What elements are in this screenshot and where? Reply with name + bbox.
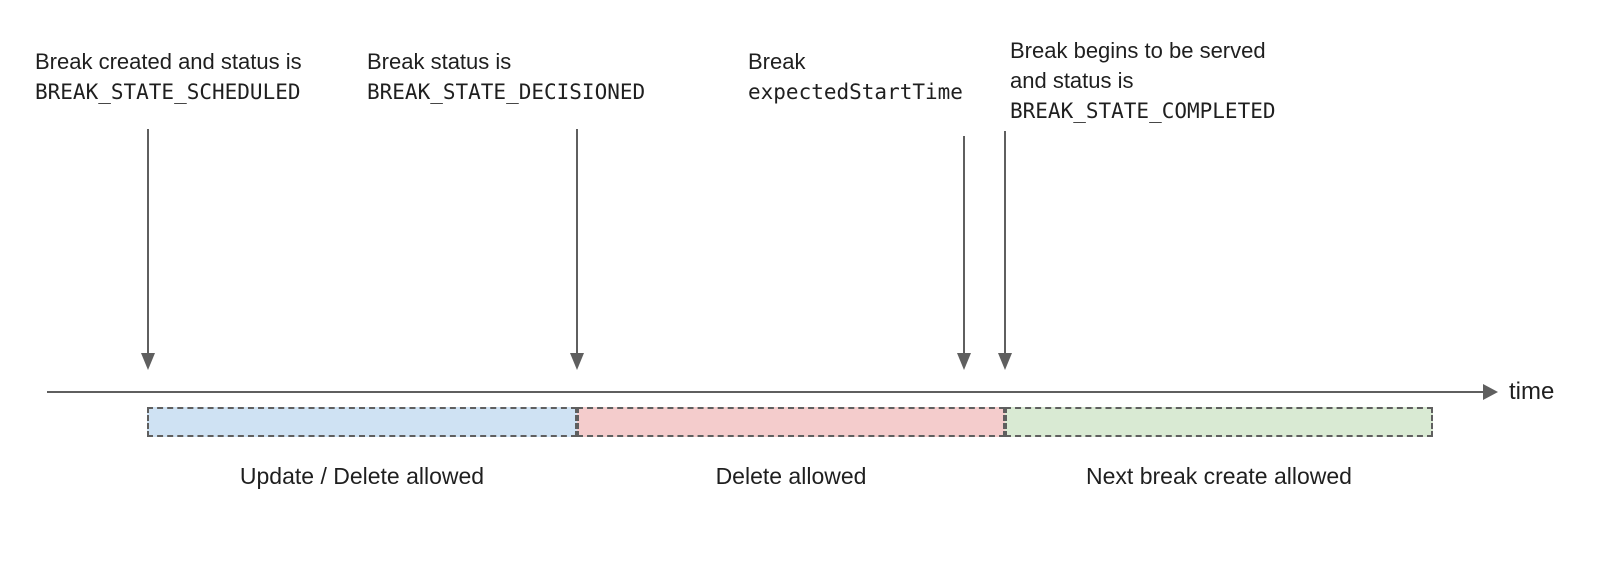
- segment-label: Next break create allowed: [1086, 463, 1352, 489]
- annotation-code: expectedStartTime: [748, 80, 963, 104]
- time-axis-arrowhead-icon: [1483, 384, 1498, 400]
- arrow-down-icon: [576, 129, 578, 353]
- annotation-break-scheduled: Break created and status is BREAK_STATE_…: [35, 47, 302, 107]
- annotation-text: Break: [748, 49, 806, 74]
- arrow-down-icon: [963, 136, 965, 353]
- time-axis-line: [47, 391, 1484, 393]
- segment-delete-allowed: [577, 407, 1005, 437]
- annotation-code: BREAK_STATE_SCHEDULED: [35, 80, 301, 104]
- arrow-down-icon: [147, 129, 149, 353]
- annotation-text: and status is: [1010, 68, 1134, 93]
- annotation-break-completed: Break begins to be served and status is …: [1010, 36, 1276, 126]
- segment-label: Update / Delete allowed: [239, 463, 485, 489]
- annotation-text: Break created and status is: [35, 49, 302, 74]
- annotation-expected-start-time: Break expectedStartTime: [748, 47, 963, 107]
- arrow-down-icon: [1004, 131, 1006, 353]
- annotation-text: Break status is: [367, 49, 512, 74]
- segment-update-delete-allowed: [147, 407, 577, 437]
- annotation-text: Break begins to be served: [1010, 38, 1266, 63]
- time-axis-label: time: [1509, 378, 1555, 405]
- annotation-break-decisioned: Break status is BREAK_STATE_DECISIONED: [367, 47, 645, 107]
- annotation-code: BREAK_STATE_DECISIONED: [367, 80, 646, 104]
- segment-label: Delete allowed: [715, 463, 867, 489]
- segment-next-break-create-allowed: [1005, 407, 1433, 437]
- annotation-code: BREAK_STATE_COMPLETED: [1010, 99, 1276, 123]
